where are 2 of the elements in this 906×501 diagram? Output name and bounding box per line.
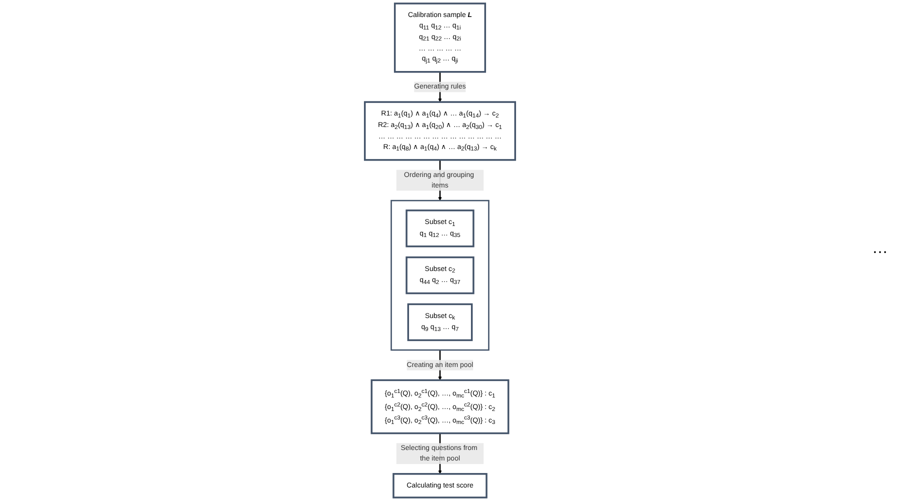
- cluster: [390, 200, 490, 351]
- ellipsis-label: …: [872, 240, 888, 257]
